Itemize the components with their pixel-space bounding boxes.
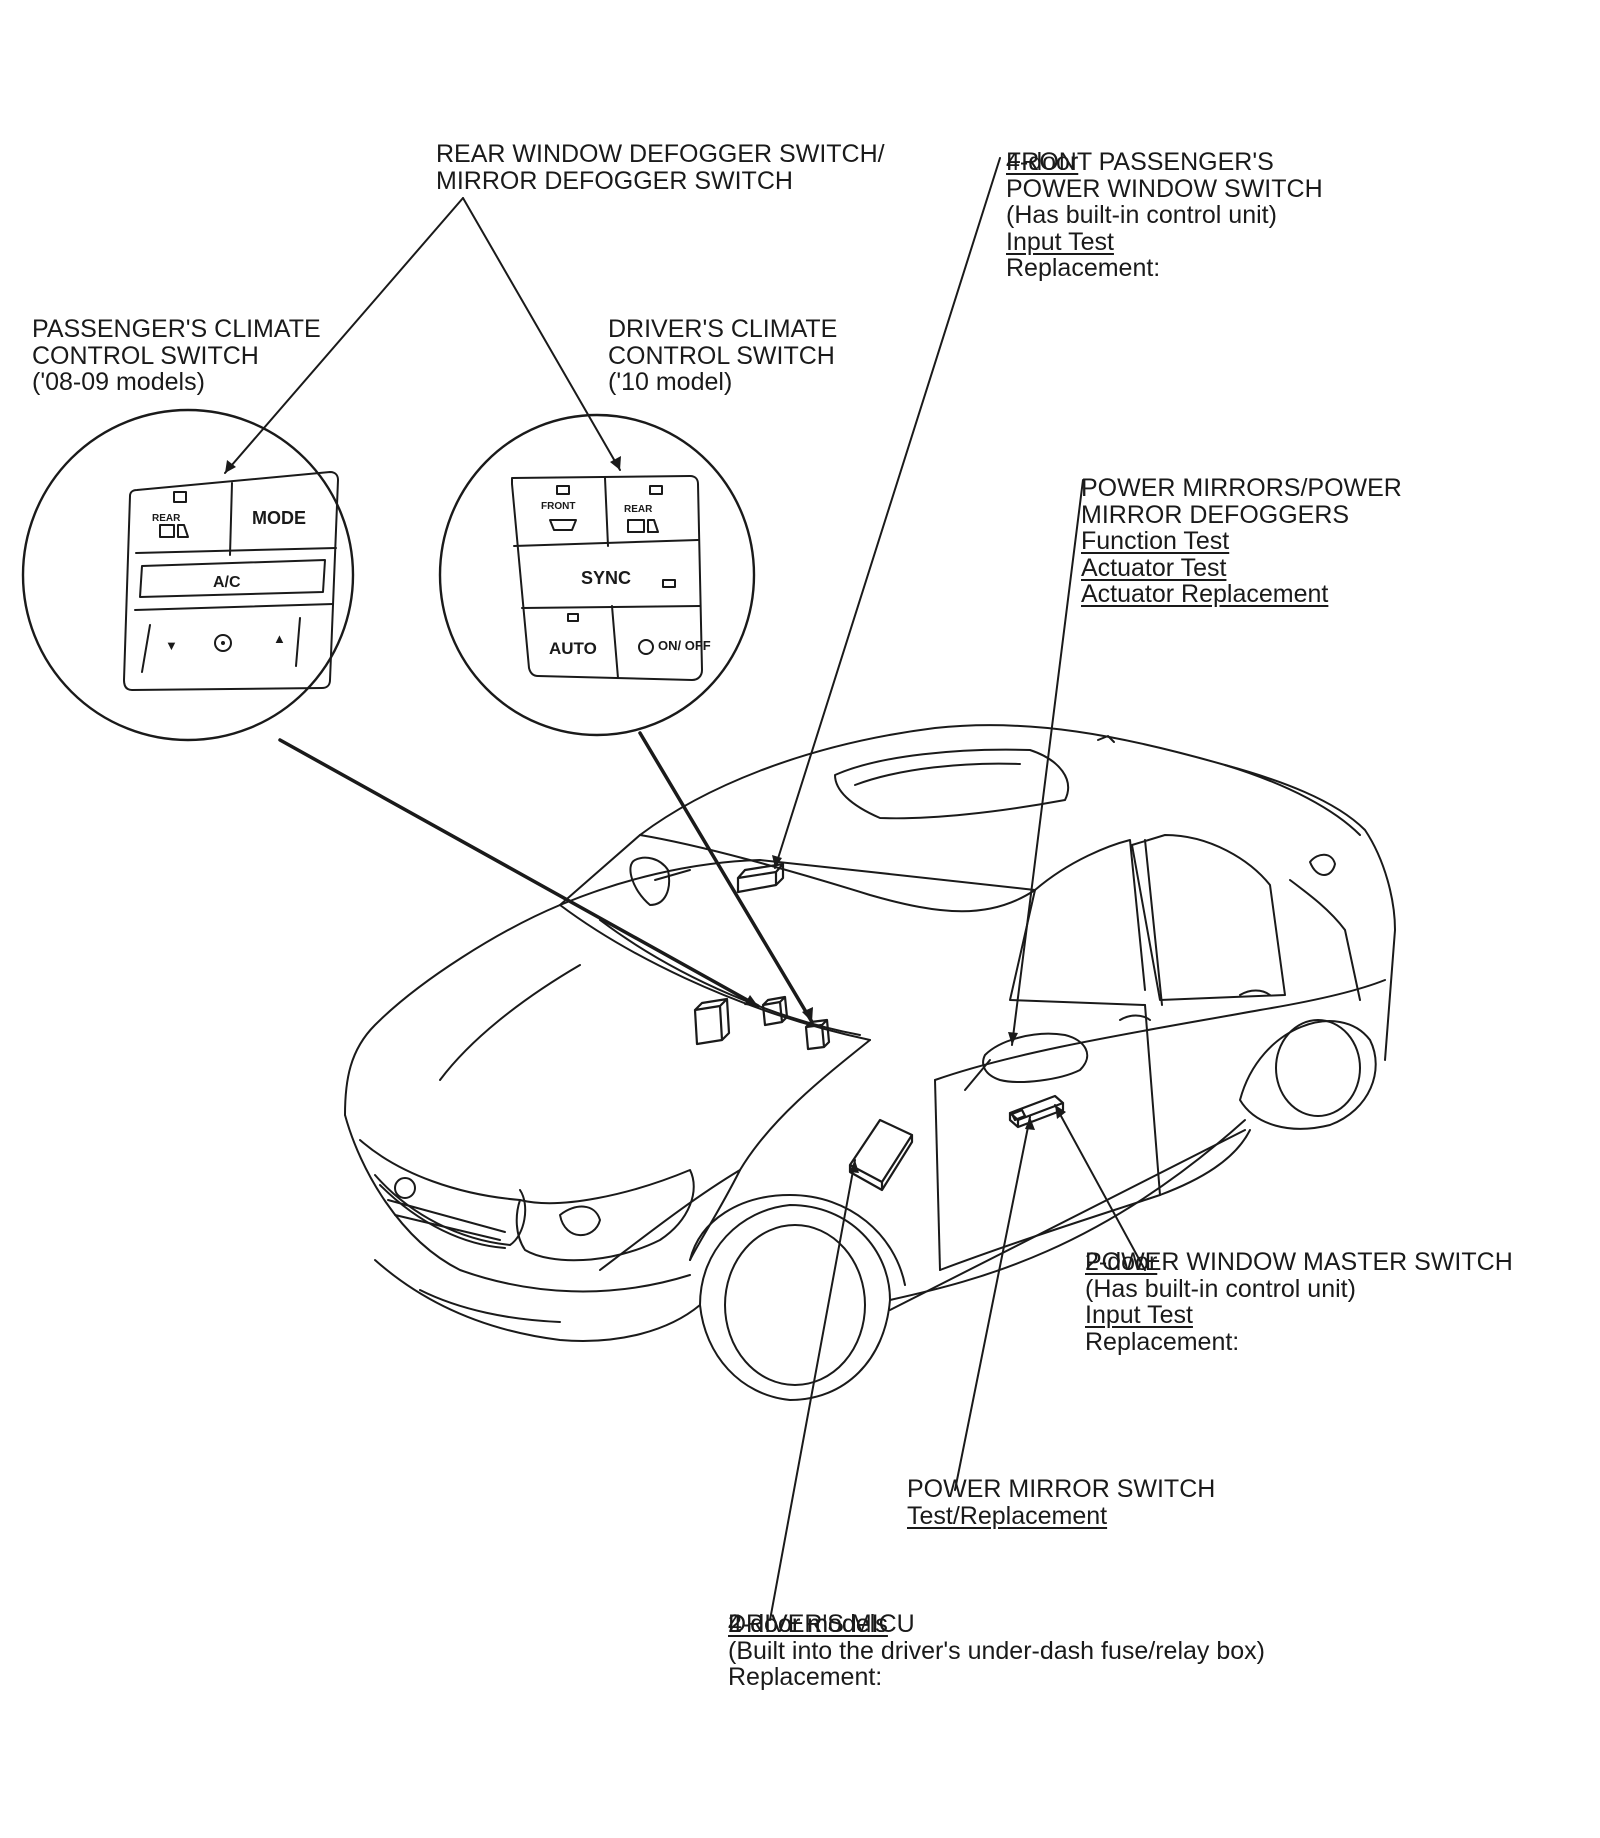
drivers-micu-label: DRIVER'S MICU 2-door models 4-door model… [728,1611,1265,1691]
defogger-line2: MIRROR DEFOGGER SWITCH [436,166,793,195]
passenger-climate-line3: ('08-09 models) [32,368,205,396]
master-switch-overlap-a: POWER WINDOW MASTER SWITCH [1085,1248,1513,1276]
passenger-climate-label: PASSENGER'S CLIMATE CONTROL SWITCH ('08-… [32,316,321,396]
power-mirror-switch-label: POWER MIRROR SWITCH Test/Replacement [907,1476,1215,1529]
micu-overlap-c[interactable]: 4-door models [728,1610,888,1638]
driver-onoff-button: ON/ OFF [658,638,711,653]
front-passenger-line3: (Has built-in control unit) [1006,201,1277,229]
master-switch-replacement: Replacement: [1085,1327,1240,1356]
driver-climate-line1: DRIVER'S CLIMATE [608,315,838,343]
driver-rear-button: REAR [624,504,653,515]
driver-auto-button: AUTO [549,639,597,658]
driver-panel-outline [510,475,703,681]
driver-climate-inset [438,413,756,737]
fan-icon [214,634,232,652]
micu-overlap-b[interactable]: 2-door models [728,1610,888,1638]
passenger-climate-inset [21,408,355,742]
driver-sync-button: SYNC [581,568,631,588]
power-mirrors-label: POWER MIRRORS/POWER MIRROR DEFOGGERS Fun… [1081,475,1402,608]
driver-front-button: FRONT [541,501,575,512]
passenger-climate-line1: PASSENGER'S CLIMATE [32,315,321,343]
front-passenger-overlap-b[interactable]: 4-door [1006,148,1079,176]
actuator-test-link[interactable]: Actuator Test [1081,553,1227,582]
front-passenger-window-switch-label: FRONT PASSENGER'S 4-door POWER WINDOW SW… [1006,149,1323,282]
driver-panel-buttons: FRONT REAR SYNC AUTO ON/ OFF [541,501,711,658]
master-switch-line2: (Has built-in control unit) [1085,1274,1356,1303]
actuator-replacement-link[interactable]: Actuator Replacement [1081,580,1329,608]
arrowheads [225,456,1066,1173]
power-mirrors-line2: MIRROR DEFOGGERS [1081,500,1350,529]
passenger-panel-outline [123,471,339,691]
passenger-panel-buttons: REAR MODE A/C ▼ ▲ [152,508,306,653]
passenger-fan-down-button: ▼ [165,638,178,653]
master-switch-input-test-link[interactable]: Input Test [1085,1301,1193,1329]
fan-icon [638,639,654,655]
fan-hub-icon [221,641,225,645]
passenger-mode-button: MODE [252,508,306,528]
mirror-switch-test-link[interactable]: Test/Replacement [907,1501,1108,1530]
mirror-switch-line1: POWER MIRROR SWITCH [907,1475,1216,1503]
power-mirrors-line1: POWER MIRRORS/POWER [1081,474,1402,502]
defogger-line1: REAR WINDOW DEFOGGER SWITCH/ [436,140,885,168]
power-window-master-switch-label: POWER WINDOW MASTER SWITCH 2-door (Has b… [1085,1248,1513,1356]
front-passenger-replacement: Replacement: [1006,254,1161,282]
front-passenger-input-test-link[interactable]: Input Test [1006,227,1114,256]
micu-replacement: Replacement: [728,1663,883,1691]
driver-climate-label: DRIVER'S CLIMATE CONTROL SWITCH ('10 mod… [608,316,837,396]
function-test-link[interactable]: Function Test [1081,527,1230,555]
driver-climate-line3: ('10 model) [608,368,733,396]
micu-overlap-a: DRIVER'S MICU [728,1610,915,1638]
passenger-fan-up-button: ▲ [273,631,286,646]
defogger-switch-label: REAR WINDOW DEFOGGER SWITCH/ MIRROR DEFO… [436,141,885,194]
micu-line2: (Built into the driver's under-dash fuse… [728,1636,1265,1665]
leader-lines [224,157,1146,1621]
passenger-rear-button: REAR [152,513,181,524]
passenger-ac-button: A/C [213,574,241,591]
driver-climate-line2: CONTROL SWITCH [608,341,835,370]
front-passenger-overlap-a: FRONT PASSENGER'S [1006,148,1274,176]
front-passenger-line2: POWER WINDOW SWITCH [1006,174,1323,203]
component-boxes [693,862,1065,1192]
car-illustration [344,724,1396,1401]
master-switch-overlap-b[interactable]: 2-door [1085,1248,1158,1276]
passenger-climate-line2: CONTROL SWITCH [32,341,259,370]
